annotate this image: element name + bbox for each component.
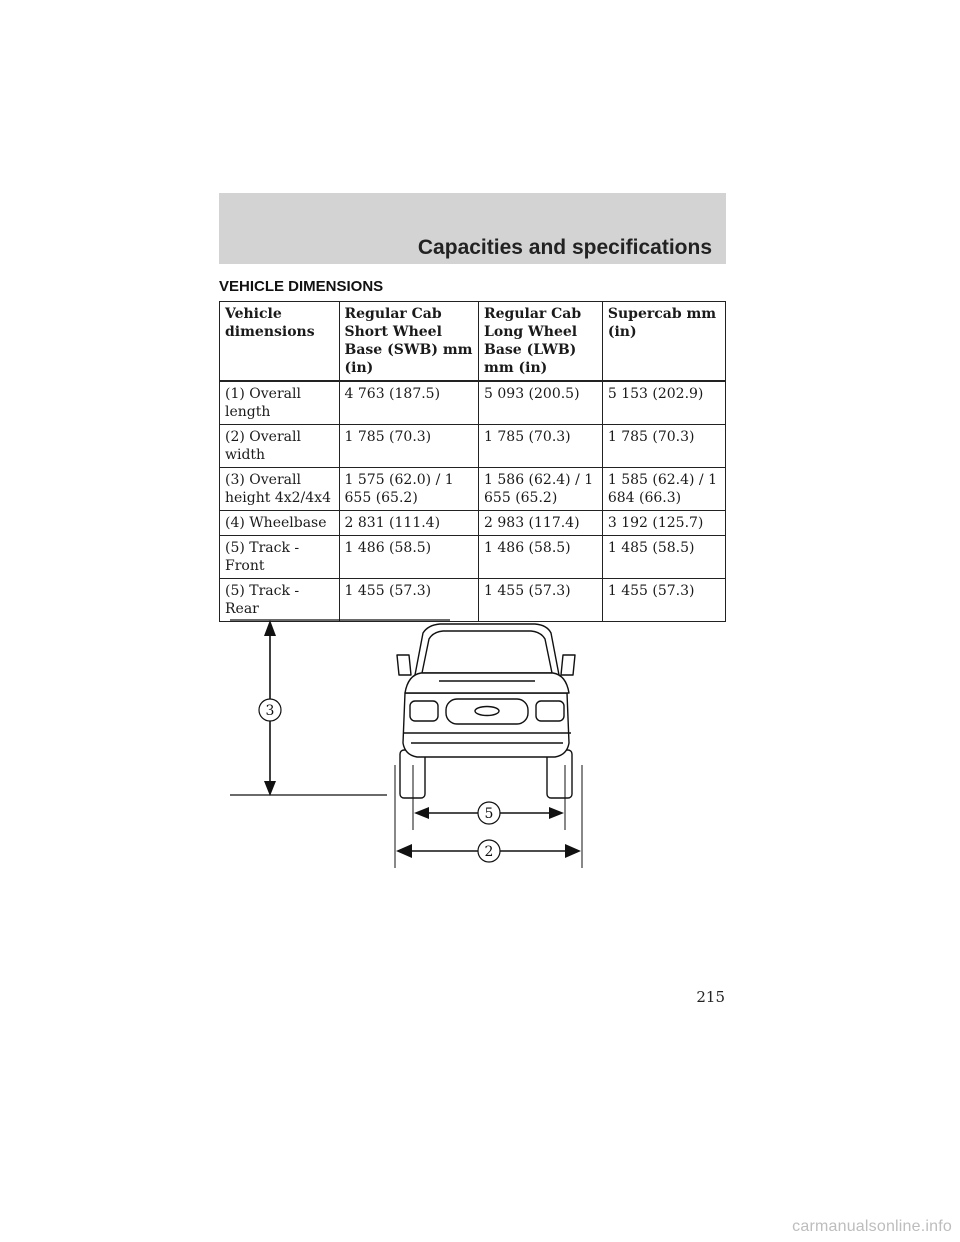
table-cell: (4) Wheelbase <box>219 510 340 536</box>
table-cell: (1) Overall length <box>219 380 340 425</box>
table-cell: 1 585 (62.4) / 1 684 (66.3) <box>601 467 727 511</box>
table-cell: 5 153 (202.9) <box>601 380 727 425</box>
section-heading: VEHICLE DIMENSIONS <box>219 278 384 295</box>
truck-front-illustration <box>396 623 576 799</box>
table-cell: (2) Overall width <box>219 424 340 468</box>
column-header: Regular Cab Short Wheel Base (SWB) mm (i… <box>338 301 480 382</box>
table-cell: 1 455 (57.3) <box>601 578 727 622</box>
table-cell: 1 586 (62.4) / 1 655 (65.2) <box>478 467 603 511</box>
table-cell: 1 455 (57.3) <box>338 578 480 622</box>
table-cell: 1 486 (58.5) <box>338 535 480 579</box>
table-cell: 1 485 (58.5) <box>601 535 727 579</box>
vehicle-front-diagram: 3 5 <box>230 619 583 868</box>
table-cell: (5) Track - Front <box>219 535 340 579</box>
track-dimension <box>412 765 566 830</box>
table-row: (3) Overall height 4x2/4x4 1 575 (62.0) … <box>219 467 727 511</box>
page-number: 215 <box>696 988 725 1006</box>
column-header: Vehicle dimensions <box>219 301 340 382</box>
table-cell: 5 093 (200.5) <box>478 380 603 425</box>
table-row: (5) Track - Front 1 486 (58.5) 1 486 (58… <box>219 535 727 579</box>
table-cell: (5) Track - Rear <box>219 578 340 622</box>
track-label: 5 <box>485 806 494 822</box>
watermark: carmanualsonline.info <box>792 1218 952 1235</box>
table-cell: (3) Overall height 4x2/4x4 <box>219 467 340 511</box>
table-row: (2) Overall width 1 785 (70.3) 1 785 (70… <box>219 424 727 468</box>
table-cell: 3 192 (125.7) <box>601 510 727 536</box>
table-cell: 1 575 (62.0) / 1 655 (65.2) <box>338 467 480 511</box>
table-cell: 2 831 (111.4) <box>338 510 480 536</box>
table-cell: 1 455 (57.3) <box>478 578 603 622</box>
height-dimension <box>230 619 450 796</box>
table-cell: 2 983 (117.4) <box>478 510 603 536</box>
width-label: 2 <box>485 844 494 860</box>
column-header: Regular Cab Long Wheel Base (LWB) mm (in… <box>478 301 603 382</box>
table-row: (5) Track - Rear 1 455 (57.3) 1 455 (57.… <box>219 578 727 622</box>
column-header: Supercab mm (in) <box>601 301 727 382</box>
vehicle-dimensions-table: Vehicle dimensions Regular Cab Short Whe… <box>219 301 727 622</box>
chapter-header: Capacities and specifications <box>219 193 726 264</box>
table-header-row: Vehicle dimensions Regular Cab Short Whe… <box>219 301 727 382</box>
table-cell: 1 486 (58.5) <box>478 535 603 579</box>
table-row: (4) Wheelbase 2 831 (111.4) 2 983 (117.4… <box>219 510 727 536</box>
table-cell: 1 785 (70.3) <box>601 424 727 468</box>
table-cell: 1 785 (70.3) <box>478 424 603 468</box>
table-cell: 1 785 (70.3) <box>338 424 480 468</box>
height-label: 3 <box>266 703 275 719</box>
table-row: (1) Overall length 4 763 (187.5) 5 093 (… <box>219 380 727 425</box>
width-dimension <box>394 765 583 868</box>
chapter-title: Capacities and specifications <box>417 236 712 259</box>
table-cell: 4 763 (187.5) <box>338 380 480 425</box>
